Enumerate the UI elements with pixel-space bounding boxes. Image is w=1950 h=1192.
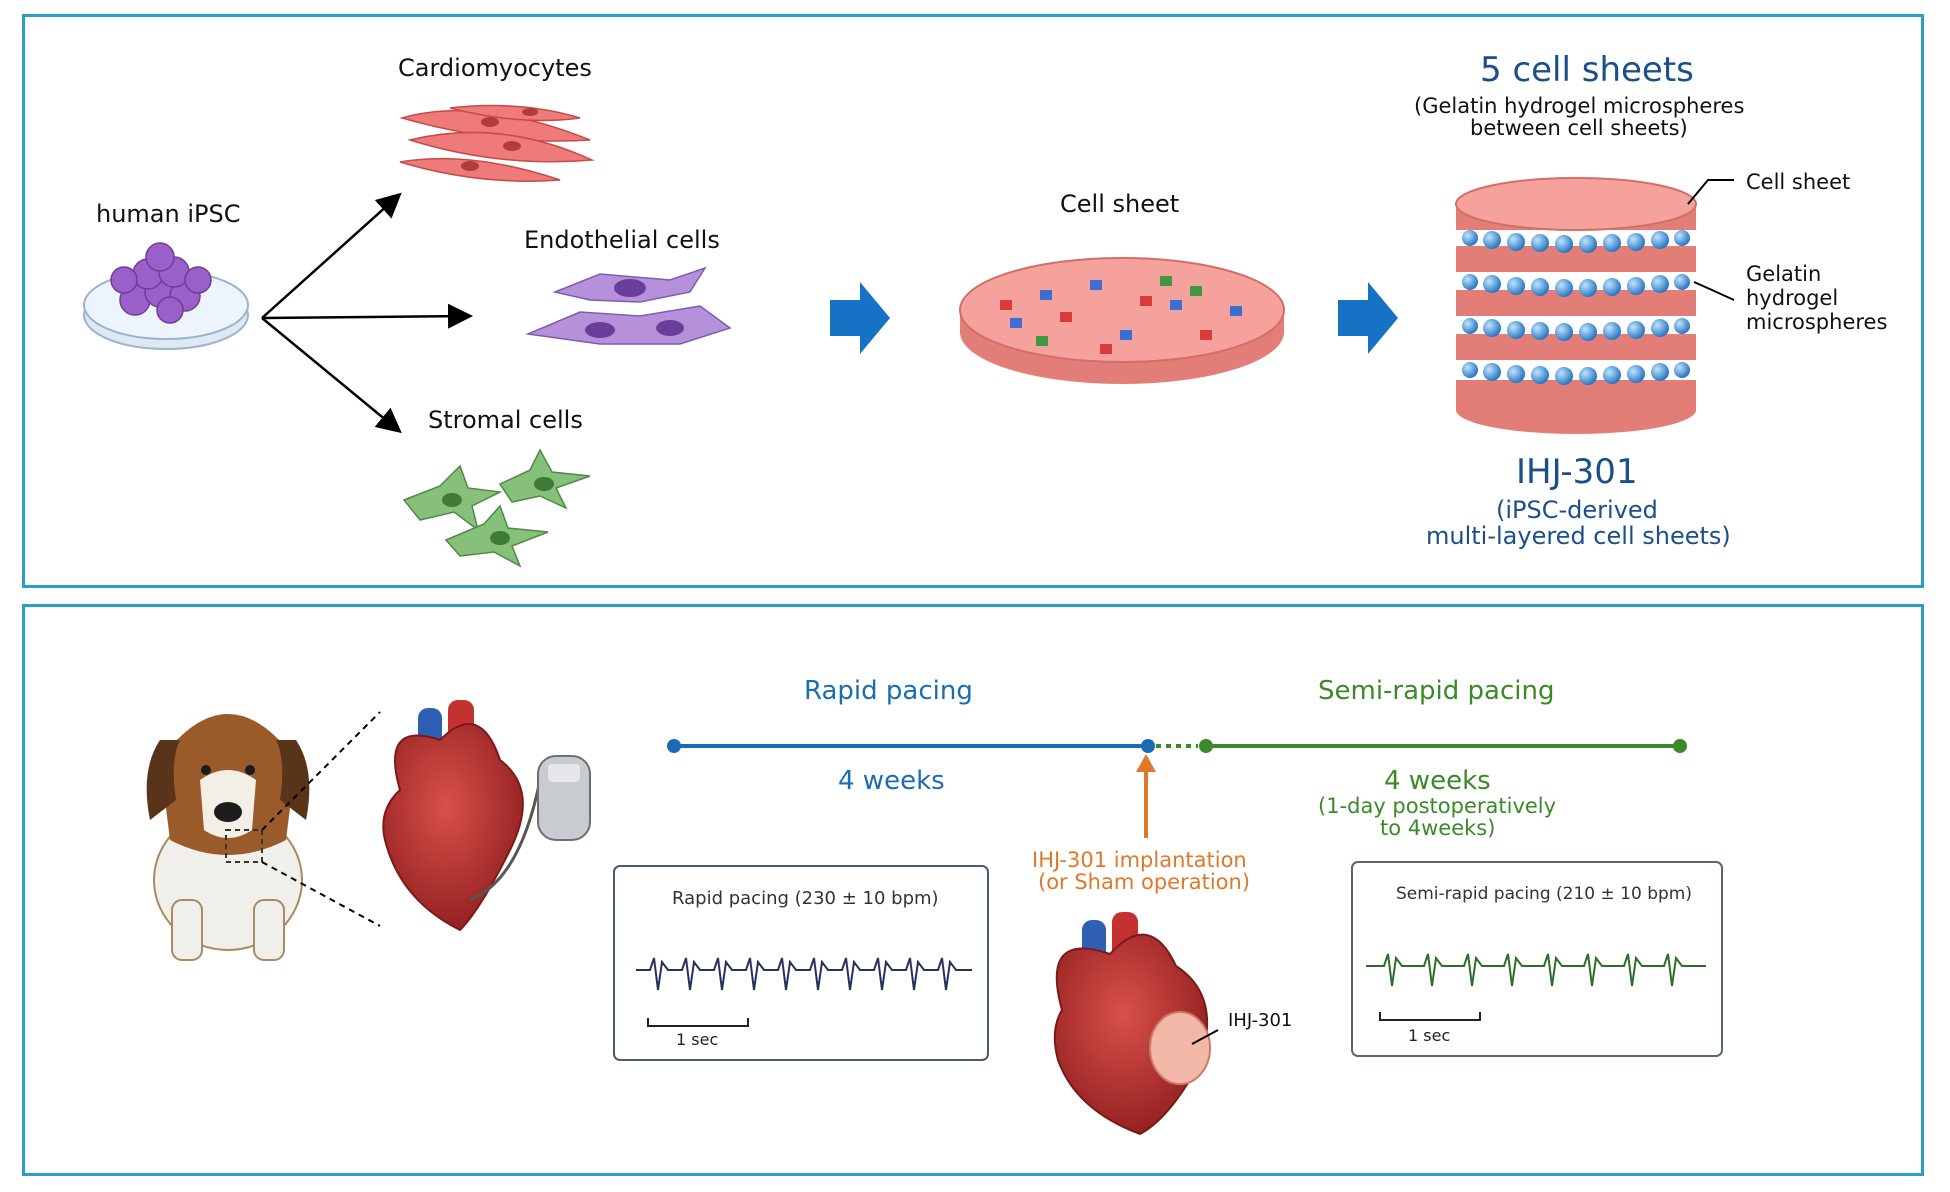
heart-with-patch-icon xyxy=(1053,912,1219,1136)
heart-icon xyxy=(382,700,524,932)
ecg-box-rapid xyxy=(613,865,989,1061)
implant-label: IHJ-301 xyxy=(1228,1010,1293,1031)
process-arrow-1 xyxy=(830,282,890,354)
stack-title: 5 cell sheets xyxy=(1480,50,1694,90)
multilayer-stack-icon xyxy=(1455,177,1697,434)
cardiomyocytes-label: Cardiomyocytes xyxy=(398,54,592,82)
callout-cell-sheet: Cell sheet xyxy=(1746,170,1851,194)
stack-subtitle-2: between cell sheets) xyxy=(1470,116,1688,140)
ecg1-scale: 1 sec xyxy=(676,1030,719,1049)
phase1-title: Rapid pacing xyxy=(804,676,973,706)
product-desc-1: (iPSC-derived xyxy=(1496,496,1658,524)
process-arrow-2 xyxy=(1338,282,1398,354)
product-desc-2: multi-layered cell sheets) xyxy=(1426,522,1731,550)
cell-sheet-disc-icon xyxy=(959,257,1285,384)
ecg2-scale: 1 sec xyxy=(1408,1026,1451,1045)
ecg1-title: Rapid pacing (230 ± 10 bpm) xyxy=(672,888,939,909)
phase2-duration: 4 weeks xyxy=(1384,766,1491,796)
event-label-2: (or Sham operation) xyxy=(1038,870,1251,894)
phase2-note-1: (1-day postoperatively xyxy=(1318,794,1557,818)
timeline xyxy=(667,739,1687,838)
beagle-icon xyxy=(146,714,310,961)
ecg2-title: Semi-rapid pacing (210 ± 10 bpm) xyxy=(1396,884,1692,904)
source-label: human iPSC xyxy=(96,200,241,228)
event-label-1: IHJ-301 implantation xyxy=(1032,848,1247,872)
product-name: IHJ-301 xyxy=(1516,452,1638,492)
callout-gelatin-2: hydrogel xyxy=(1746,286,1839,310)
cardiomyocyte-icon xyxy=(399,104,595,182)
top-panel-frame xyxy=(22,14,1924,588)
petri-dish-icon xyxy=(83,242,249,350)
endothelial-label: Endothelial cells xyxy=(524,226,720,254)
phase2-note-2: to 4weeks) xyxy=(1380,816,1496,840)
zoom-lines xyxy=(261,711,381,927)
cell-sheet-label: Cell sheet xyxy=(1060,190,1180,218)
callout-gelatin-3: microspheres xyxy=(1746,310,1888,334)
phase2-title: Semi-rapid pacing xyxy=(1318,676,1555,706)
stack-subtitle-1: (Gelatin hydrogel microspheres xyxy=(1414,94,1745,118)
callout-gelatin-1: Gelatin xyxy=(1746,262,1822,286)
stack-callout-lines xyxy=(1687,179,1735,301)
endothelial-cell-icon xyxy=(525,266,732,345)
ecg-box-semirapid xyxy=(1351,861,1723,1057)
stromal-label: Stromal cells xyxy=(428,406,583,434)
stromal-cell-icon xyxy=(402,448,591,568)
pacemaker-icon xyxy=(469,755,591,902)
bottom-panel-frame xyxy=(22,604,1924,1176)
branch-arrows xyxy=(261,192,473,434)
phase1-duration: 4 weeks xyxy=(838,766,945,796)
